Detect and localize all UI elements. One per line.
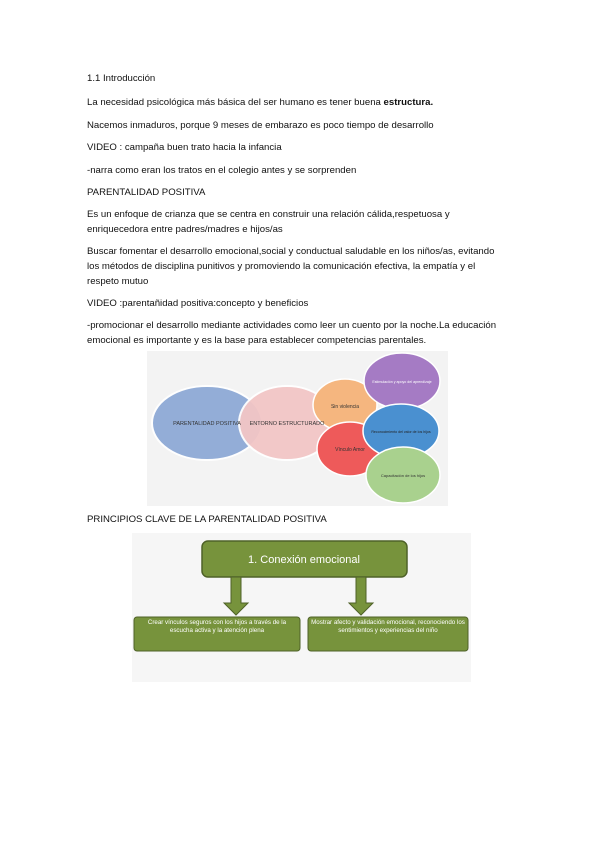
right-box-text-wrap: Mostrar afecto y validación emocional, r… (311, 619, 465, 634)
circles-svg: PARENTALIDAD POSITIVA ENTORNO ESTRUCTURA… (151, 352, 441, 504)
section-heading: 1.1 Introducción (87, 73, 156, 84)
left-arrow (222, 576, 250, 616)
paragraph-goals: Buscar fomentar el desarrollo emocional,… (87, 246, 495, 287)
paragraph-structure-bold: estructura. (383, 97, 434, 108)
paragraph-structure-text: La necesidad psicológica más básica del … (87, 97, 381, 108)
paragraph-immature: Nacemos inmaduros, porque 9 meses de emb… (87, 120, 434, 131)
circle-label-sin-violencia: Sin violencia (331, 404, 359, 410)
circle-label-capacitacion: Capacitación de los hijos (381, 473, 425, 478)
paragraph-promotion: -promocionar el desarrollo mediante acti… (87, 320, 497, 346)
section-title-principios: PRINCIPIOS CLAVE DE LA PARENTALIDAD POSI… (87, 514, 327, 525)
paragraph-structure: La necesidad psicológica más básica del … (87, 95, 433, 110)
parentalidad-circles-diagram: PARENTALIDAD POSITIVA ENTORNO ESTRUCTURA… (147, 351, 448, 506)
left-box-text-wrap: Crear vínculos seguros con los hijos a t… (147, 619, 287, 634)
circle-capacitacion (365, 446, 441, 504)
circle-label-vinculo: Vínculo Amor (335, 447, 365, 453)
circle-label-estimulacion: Estimulación y apoyo del aprendizaje (372, 380, 431, 384)
circle-label-entorno: ENTORNO ESTRUCTURADO (250, 421, 325, 427)
right-arrow (347, 576, 375, 616)
section-title-parentalidad: PARENTALIDAD POSITIVA (87, 187, 206, 198)
paragraph-narration: -narra como eran los tratos en el colegi… (87, 165, 357, 176)
circle-label-parentalidad: PARENTALIDAD POSITIVA (173, 421, 241, 427)
conexion-emocional-diagram: 1. Conexión emocional Crear vínculos seg… (132, 533, 471, 682)
paragraph-video-2: VIDEO :parentañidad positiva:concepto y … (87, 298, 309, 309)
left-box (133, 616, 301, 652)
top-box-label: 1. Conexión emocional (248, 554, 360, 566)
right-box-text: Mostrar afecto y validación emocional, r… (311, 619, 465, 634)
paragraph-definition: Es un enfoque de crianza que se centra e… (87, 209, 450, 235)
left-box-text: Crear vínculos seguros con los hijos a t… (147, 619, 287, 634)
circle-label-reconocimiento: Reconocimiento del valor de los hijos (371, 430, 431, 434)
paragraph-video-1: VIDEO : campaña buen trato hacia la infa… (87, 142, 282, 153)
top-box (201, 540, 408, 578)
right-box (307, 616, 469, 652)
flow-svg: 1. Conexión emocional Crear vínculos seg… (133, 540, 469, 652)
